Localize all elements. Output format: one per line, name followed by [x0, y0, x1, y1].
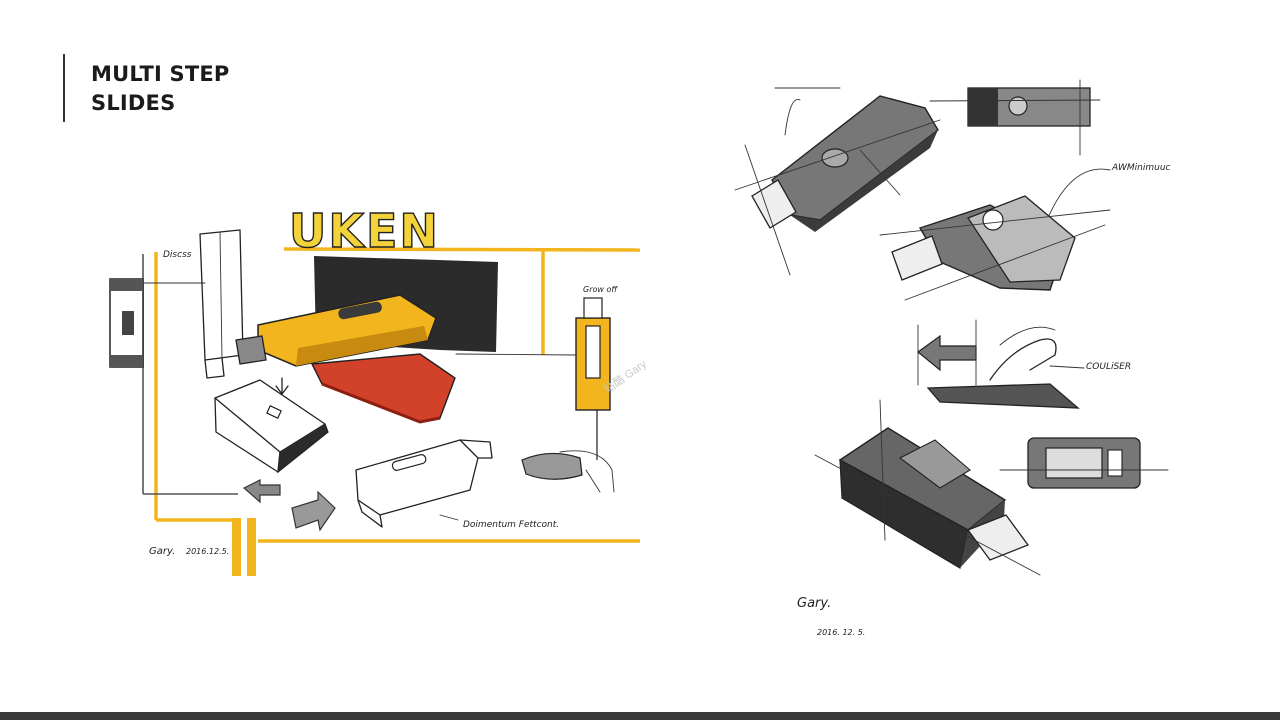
yellow-bar-2: [247, 518, 256, 576]
arrow-left-icon: [242, 479, 281, 504]
swivel-device: [879, 195, 1111, 301]
label-awm: AWMinimuuc: [1111, 163, 1171, 173]
yellow-guide-lines: [154, 247, 641, 543]
slide-left-arrow-icon: [917, 334, 977, 372]
date-right: 2016. 12. 5.: [817, 628, 865, 637]
large-slider-device: [814, 399, 1041, 576]
arrow-right-icon: [291, 490, 336, 532]
yellow-bar-1: [232, 518, 241, 576]
side-view-top-right: [929, 79, 1101, 156]
disc-in-hand: [521, 452, 583, 480]
label-dominant-feature: Doimentum Fettcont.: [463, 520, 559, 530]
title-line-1: MULTI STEP: [91, 62, 230, 86]
title-line-2: SLIDES: [91, 91, 176, 115]
flat-device-with-thumb: [926, 326, 1080, 409]
slide-title: MULTI STEP SLIDES: [91, 60, 230, 118]
signature-right: Gary.: [797, 596, 831, 611]
usb-connector: [235, 335, 267, 365]
signature-left: Gary.: [149, 546, 175, 557]
date-left: 2016.12.5.: [186, 547, 229, 556]
label-grow-off: Grow off: [583, 285, 618, 294]
brand-lettering: UKEN: [289, 204, 440, 258]
label-couliser: COULiSER: [1086, 362, 1131, 372]
footer-bar: [0, 712, 1280, 720]
title-accent-bar: [63, 54, 65, 122]
small-side-device: [999, 437, 1169, 489]
angled-device-top: [734, 95, 941, 276]
label-discs: Discss: [163, 250, 192, 260]
